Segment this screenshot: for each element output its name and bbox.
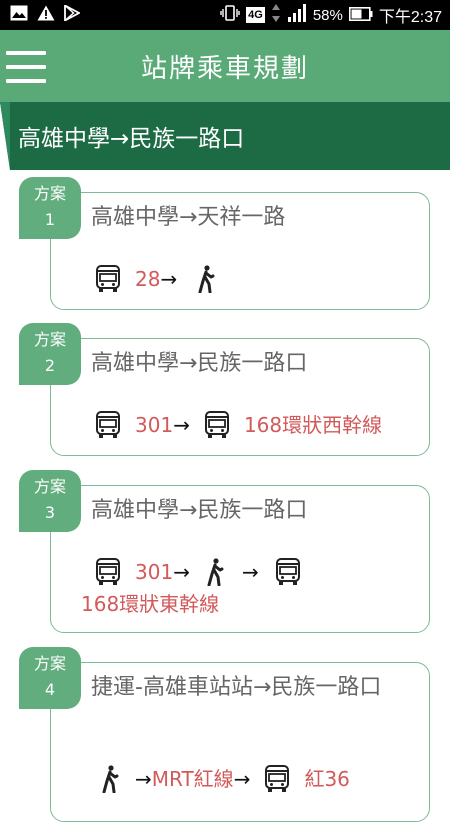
hamburger-menu-icon[interactable] [6, 51, 46, 83]
battery-percent: 58% [312, 6, 343, 24]
app-bar: 站牌乘車規劃 [0, 30, 450, 102]
vibrate-icon [220, 5, 240, 25]
bus-route-number: 28 [135, 266, 161, 291]
plan-tab: 方案 4 [19, 647, 81, 709]
plan-steps: 301→ 168環狀西幹線 [95, 409, 419, 439]
bus-route-number: 紅36 [304, 766, 350, 791]
step-arrow: → [173, 559, 190, 584]
route-title: 高雄中學→民族一路口 [18, 126, 245, 152]
plan-steps-continued: 168環狀東幹線 [81, 588, 419, 618]
plan-steps: 301→ → [95, 556, 419, 586]
battery-icon [348, 6, 373, 25]
data-arrows-icon [271, 4, 281, 26]
step-arrow: → [241, 559, 259, 584]
plan-tab: 方案 3 [19, 470, 81, 532]
plan-tab-label: 方案 [33, 330, 66, 349]
plan-tab-number: 4 [44, 680, 56, 699]
walk-icon [101, 764, 119, 793]
route-banner: 高雄中學→民族一路口 [0, 102, 450, 170]
plan-route: 捷運-高雄車站站→民族一路口 [91, 675, 382, 700]
plan-route: 高雄中學→民族一路口 [91, 351, 308, 376]
walk-icon [197, 264, 215, 293]
bus-icon [95, 557, 121, 586]
clock: 下午2:37 [378, 9, 442, 26]
plan-tab: 方案 1 [19, 177, 81, 239]
step-arrow: → [160, 266, 178, 291]
plan-list: 方案 1 高雄中學→天祥一路 28→ 方案 2 高雄中學→民族一路口 301→ … [0, 170, 450, 822]
plan-tab-number: 3 [44, 503, 56, 522]
plan-route: 高雄中學→民族一路口 [91, 498, 308, 523]
plan-route: 高雄中學→天祥一路 [91, 205, 286, 230]
plan-tab-number: 2 [44, 356, 56, 375]
mrt-line-name: MRT紅線 [151, 766, 234, 791]
app-title: 站牌乘車規劃 [140, 54, 309, 84]
bus-route-number: 301 [135, 559, 174, 584]
plan-card[interactable]: 方案 1 高雄中學→天祥一路 28→ [19, 177, 430, 310]
plan-steps: →MRT紅線→ 紅36 [101, 763, 419, 793]
plan-card[interactable]: 方案 3 高雄中學→民族一路口 301→ → 168環狀東幹線 [19, 470, 430, 633]
status-bar: 4G 58% 下午2:37 [0, 0, 450, 30]
plan-tab-label: 方案 [33, 184, 66, 203]
plan-tab-label: 方案 [33, 654, 66, 673]
image-notification-icon [10, 5, 28, 25]
bus-route-number: 301 [135, 412, 174, 437]
warning-icon [37, 5, 55, 25]
plan-tab-number: 1 [44, 210, 56, 229]
bus-route-name: 168環狀西幹線 [243, 412, 383, 437]
plan-card[interactable]: 方案 4 捷運-高雄車站站→民族一路口 →MRT紅線→ 紅36 [19, 647, 430, 822]
plan-steps: 28→ [95, 263, 419, 293]
bus-icon [95, 410, 121, 439]
play-store-icon [64, 3, 81, 25]
step-arrow: → [135, 766, 152, 791]
bus-route-name: 168環狀東幹線 [81, 591, 220, 616]
bus-icon [95, 264, 121, 293]
bus-icon [264, 764, 290, 793]
signal-icon [287, 4, 307, 26]
plan-tab: 方案 2 [19, 323, 81, 385]
step-arrow: → [233, 766, 251, 791]
bus-icon [275, 557, 301, 586]
walk-icon [206, 557, 224, 586]
plan-card[interactable]: 方案 2 高雄中學→民族一路口 301→ 168環狀西幹線 [19, 323, 430, 456]
network-type-badge: 4G [246, 7, 265, 23]
bus-icon [204, 410, 230, 439]
route-banner-background [0, 102, 450, 170]
plan-tab-label: 方案 [33, 477, 66, 496]
step-arrow: → [173, 412, 190, 437]
